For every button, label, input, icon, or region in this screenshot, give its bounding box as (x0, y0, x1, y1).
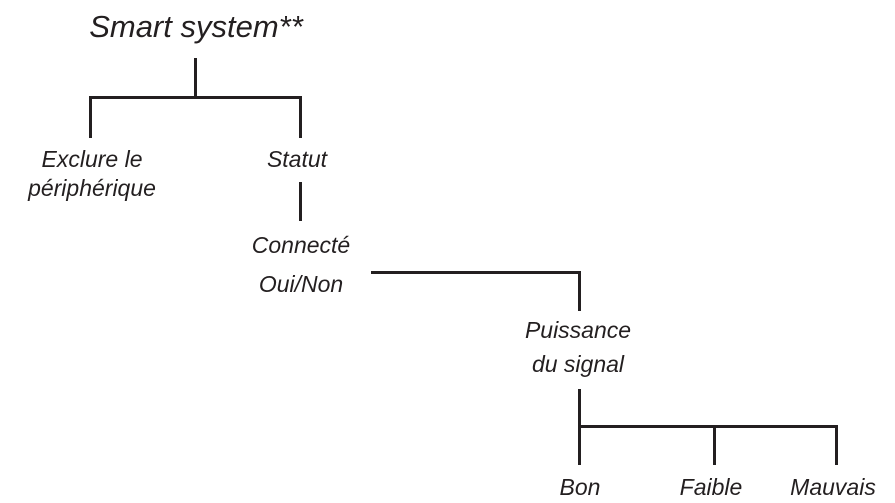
signal-branch-line (578, 425, 838, 428)
bad-drop-line (835, 425, 838, 465)
exclude-drop-line (89, 96, 92, 138)
signal-weak-node: Faible (679, 474, 743, 500)
signal-strength-node: Puissance du signal (525, 319, 631, 376)
weak-drop-line (713, 425, 716, 465)
connected-line2: Oui/Non (258, 271, 344, 297)
root-title: Smart system** (89, 9, 303, 44)
exclude-device-line2: périphérique (28, 175, 156, 201)
exclude-device-line1: Exclure le (41, 146, 143, 172)
status-node: Statut (266, 146, 328, 172)
signal-bad-node: Mauvais (790, 474, 876, 500)
signal-strength-line2: du signal (531, 351, 625, 377)
status-stem-line (299, 182, 302, 221)
signal-good-node: Bon (559, 474, 601, 500)
connected-branch-line (371, 271, 581, 274)
status-drop-line (299, 96, 302, 138)
root-branch-line (89, 96, 302, 99)
signal-strength-line1: Puissance (524, 317, 632, 343)
exclude-device-node: Exclure le périphérique (28, 148, 156, 200)
connected-node: Connecté Oui/Non (252, 234, 350, 296)
signal-drop-line (578, 271, 581, 311)
connected-line1: Connecté (251, 232, 351, 258)
root-stem-line (194, 58, 197, 99)
